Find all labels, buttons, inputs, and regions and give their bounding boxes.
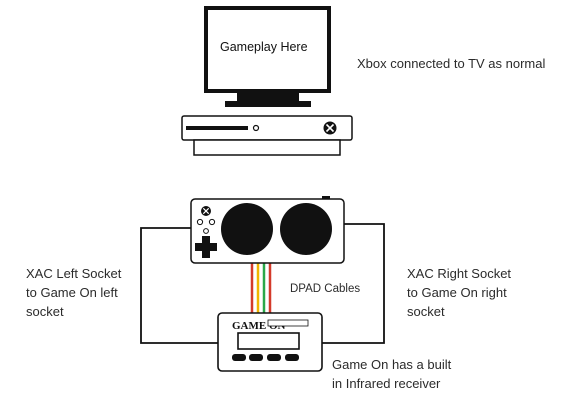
power-button [252, 124, 260, 132]
left-socket-wire [140, 227, 218, 344]
left-caption-line-3: socket [26, 304, 64, 319]
profile-button [203, 228, 209, 234]
dpad-cables [250, 262, 272, 313]
socket-wires [140, 223, 385, 344]
right-caption-line-1: XAC Right Socket [407, 266, 512, 281]
console-base [193, 139, 341, 156]
xbox-adaptive-controller [190, 196, 345, 264]
menu-button [208, 218, 216, 226]
big-button-left [221, 203, 273, 255]
game-on-logo-badge [267, 319, 309, 327]
xbox-logo-mark [325, 123, 335, 133]
game-on-button-3 [267, 354, 281, 361]
game-on-box: GAME ON [217, 312, 323, 372]
tv-screen-text: Gameplay Here [220, 40, 308, 54]
game-on-button-1 [232, 354, 246, 361]
game-on-button-4 [285, 354, 299, 361]
tv-monitor [204, 6, 331, 107]
right-socket-wire [322, 223, 385, 344]
gameon-caption-line-1: Game On has a built [332, 357, 452, 372]
xbox-caption: Xbox connected to TV as normal [357, 56, 546, 71]
left-caption-line-2: to Game On left [26, 285, 118, 300]
big-button-right [280, 203, 332, 255]
right-caption-line-2: to Game On right [407, 285, 507, 300]
guide-button-mark [202, 207, 210, 215]
dpad-icon [195, 236, 217, 258]
usb-port [322, 196, 330, 199]
xbox-console [181, 115, 353, 156]
right-caption-line-3: socket [407, 304, 445, 319]
left-caption-line-1: XAC Left Socket [26, 266, 122, 281]
dpad-cables-caption: DPAD Cables [290, 283, 361, 295]
tv-stand [225, 101, 311, 107]
tv-screen [204, 6, 331, 93]
tv-neck [237, 93, 299, 101]
view-button [196, 218, 204, 226]
game-on-display [237, 332, 300, 350]
gameon-caption-line-2: in Infrared receiver [332, 376, 441, 391]
game-on-button-2 [249, 354, 263, 361]
disc-slot [186, 126, 248, 130]
